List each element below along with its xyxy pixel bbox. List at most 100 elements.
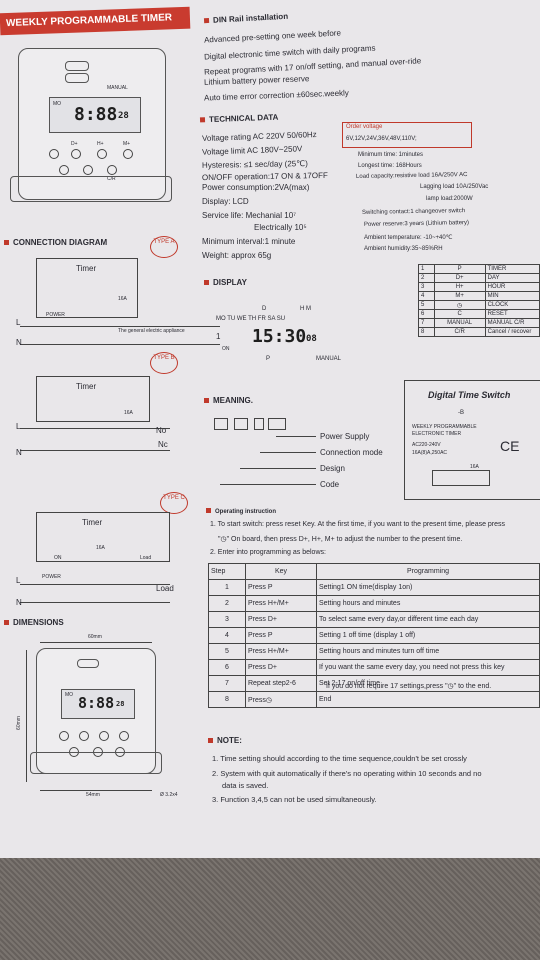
key-table-row: 5◷CLOCK xyxy=(418,300,540,310)
programming-cell: Press H+/M+ xyxy=(245,595,317,612)
programming-cell: Setting hours and minutes turn off time xyxy=(316,643,540,660)
programming-cell: Press P xyxy=(245,579,317,596)
lcd-time: 8:88 xyxy=(74,104,118,125)
type-c-timer-label: Timer xyxy=(82,518,103,527)
digital-switch-amp: 16A xyxy=(470,464,479,470)
key-table-cell: C/R xyxy=(433,327,486,337)
tech-right-4: lamp load:2000W xyxy=(426,196,473,202)
key-table-cell: P xyxy=(433,264,486,274)
dim-lcd-mo: MO xyxy=(65,692,74,698)
type-b-l-wire xyxy=(20,428,170,429)
code-box-2 xyxy=(234,418,248,430)
dim-h-button xyxy=(99,731,109,741)
key-table-cell: 4 xyxy=(418,291,435,301)
programming-cell: To select same every day,or different ti… xyxy=(316,611,540,628)
note-item-2: 2. System with quit automatically if the… xyxy=(212,769,482,778)
display-days: MO TU WE TH FR SA SU xyxy=(216,316,286,322)
switch-icon xyxy=(65,73,89,83)
programming-cell: End xyxy=(316,691,540,708)
key-table-cell: 2 xyxy=(418,273,435,283)
type-c-amp: 16A xyxy=(96,545,105,551)
programming-cell: Setting hours and minutes xyxy=(316,595,540,612)
type-b-n-wire xyxy=(20,450,170,451)
key-table-cell: MANUAL C/R xyxy=(484,318,540,328)
dim-bottom: 54mm xyxy=(86,792,100,798)
digital-switch-rating1: AC220-240V xyxy=(412,442,441,448)
meaning-line-2 xyxy=(260,452,316,453)
type-b-n: N xyxy=(16,448,22,457)
type-c-l-wire xyxy=(20,584,170,585)
operating-step1b: "◷" On board, then press D+, H+, M+ to a… xyxy=(218,536,463,543)
key-table-cell: 5 xyxy=(418,300,435,310)
din-rail-base xyxy=(10,176,172,202)
key-table-cell: M+ xyxy=(433,291,486,301)
display-p-label: P xyxy=(266,356,271,362)
dim-switch-icon xyxy=(77,659,99,668)
tech-left-2: Hysteresis: ≤1 sec/day (25℃) xyxy=(201,159,308,170)
lcd-screen: MO 8:88 28 xyxy=(49,97,141,133)
programming-cell: 3 xyxy=(208,611,246,628)
digital-switch-box xyxy=(404,380,540,500)
programming-cell: 5 xyxy=(208,643,246,660)
dim-hole: Ø 3.2x4 xyxy=(160,792,178,798)
programming-cell: Setting 1 off time (display 1 off) xyxy=(316,627,540,644)
key-table-cell: 7 xyxy=(418,318,435,328)
note-item-1: 1. Time setting should according to the … xyxy=(212,754,467,763)
digital-switch-small2: ELECTRONIC TIMER xyxy=(412,431,462,437)
display-on: ON xyxy=(222,346,230,352)
type-b-no: No xyxy=(156,426,167,435)
tech-left-1: Voltage limit AC 180V~250V xyxy=(201,144,303,157)
d-plus-button xyxy=(71,149,81,159)
note-heading: NOTE: xyxy=(208,736,242,745)
tech-right-0: Minimum time: 1minutes xyxy=(358,152,424,158)
manual-switch-icon xyxy=(65,61,89,71)
h-plus-button xyxy=(97,149,107,159)
type-a-timer-label: Timer xyxy=(76,264,97,273)
tech-left-7: Electrically 10⁵ xyxy=(254,223,307,232)
tech-right-7: Ambient temperature: -10~+40℃ xyxy=(364,235,453,241)
type-a-timer-box xyxy=(36,258,138,318)
note-item-3: 3. Function 3,4,5 can not be used simult… xyxy=(212,795,377,804)
type-a-appliance: The general electric appliance xyxy=(118,328,185,334)
c-button xyxy=(83,165,93,175)
dim-height-line xyxy=(26,650,27,782)
tech-left-0: Voltage rating AC 220V 50/60Hz xyxy=(201,130,317,143)
type-c-load: Load xyxy=(156,584,174,593)
meaning-heading: MEANING. xyxy=(204,396,253,405)
display-manual-label: MANUAL xyxy=(316,356,342,362)
p-button xyxy=(49,149,59,159)
col-key: Key xyxy=(245,563,317,580)
tech-right-6: Power reserve:3 years (Lithium battery) xyxy=(363,220,470,228)
tech-right-5: Switching contact:1 changeover switch xyxy=(361,208,466,216)
type-a-power: POWER xyxy=(46,312,65,318)
tech-left-8: Minimum interval:1 minute xyxy=(202,237,296,246)
programming-cell: 8 xyxy=(208,691,246,708)
key-table-cell: H+ xyxy=(433,282,486,292)
dim-lcd-time: 8:88 xyxy=(78,694,115,712)
operating-footnote: If you do not require 17 settings,press … xyxy=(326,683,492,690)
col-programming: Programming xyxy=(316,563,540,580)
type-a-amp: 16A xyxy=(118,296,127,302)
operating-step1a: 1. To start switch: press reset Key. At … xyxy=(210,521,506,528)
din-rail-heading: DIN Rail installation xyxy=(204,12,288,25)
order-voltage-box xyxy=(342,122,472,148)
key-table-cell: ◷ xyxy=(433,300,486,310)
tech-left-9: Weight: approx 65g xyxy=(202,251,272,260)
programming-cell: Press D+ xyxy=(245,659,317,676)
tech-right-2: Load capacity:resistive load 16A/250V AC xyxy=(355,172,468,180)
key-table-cell: 1 xyxy=(418,264,435,274)
dimensions-heading: DIMENSIONS xyxy=(4,618,64,627)
type-b-l: L xyxy=(16,422,21,431)
connection-heading: CONNECTION DIAGRAM xyxy=(4,238,107,247)
type-c-badge: TYPE C xyxy=(160,492,188,514)
programming-cell: Setting1 ON time(display 1on) xyxy=(316,579,540,596)
